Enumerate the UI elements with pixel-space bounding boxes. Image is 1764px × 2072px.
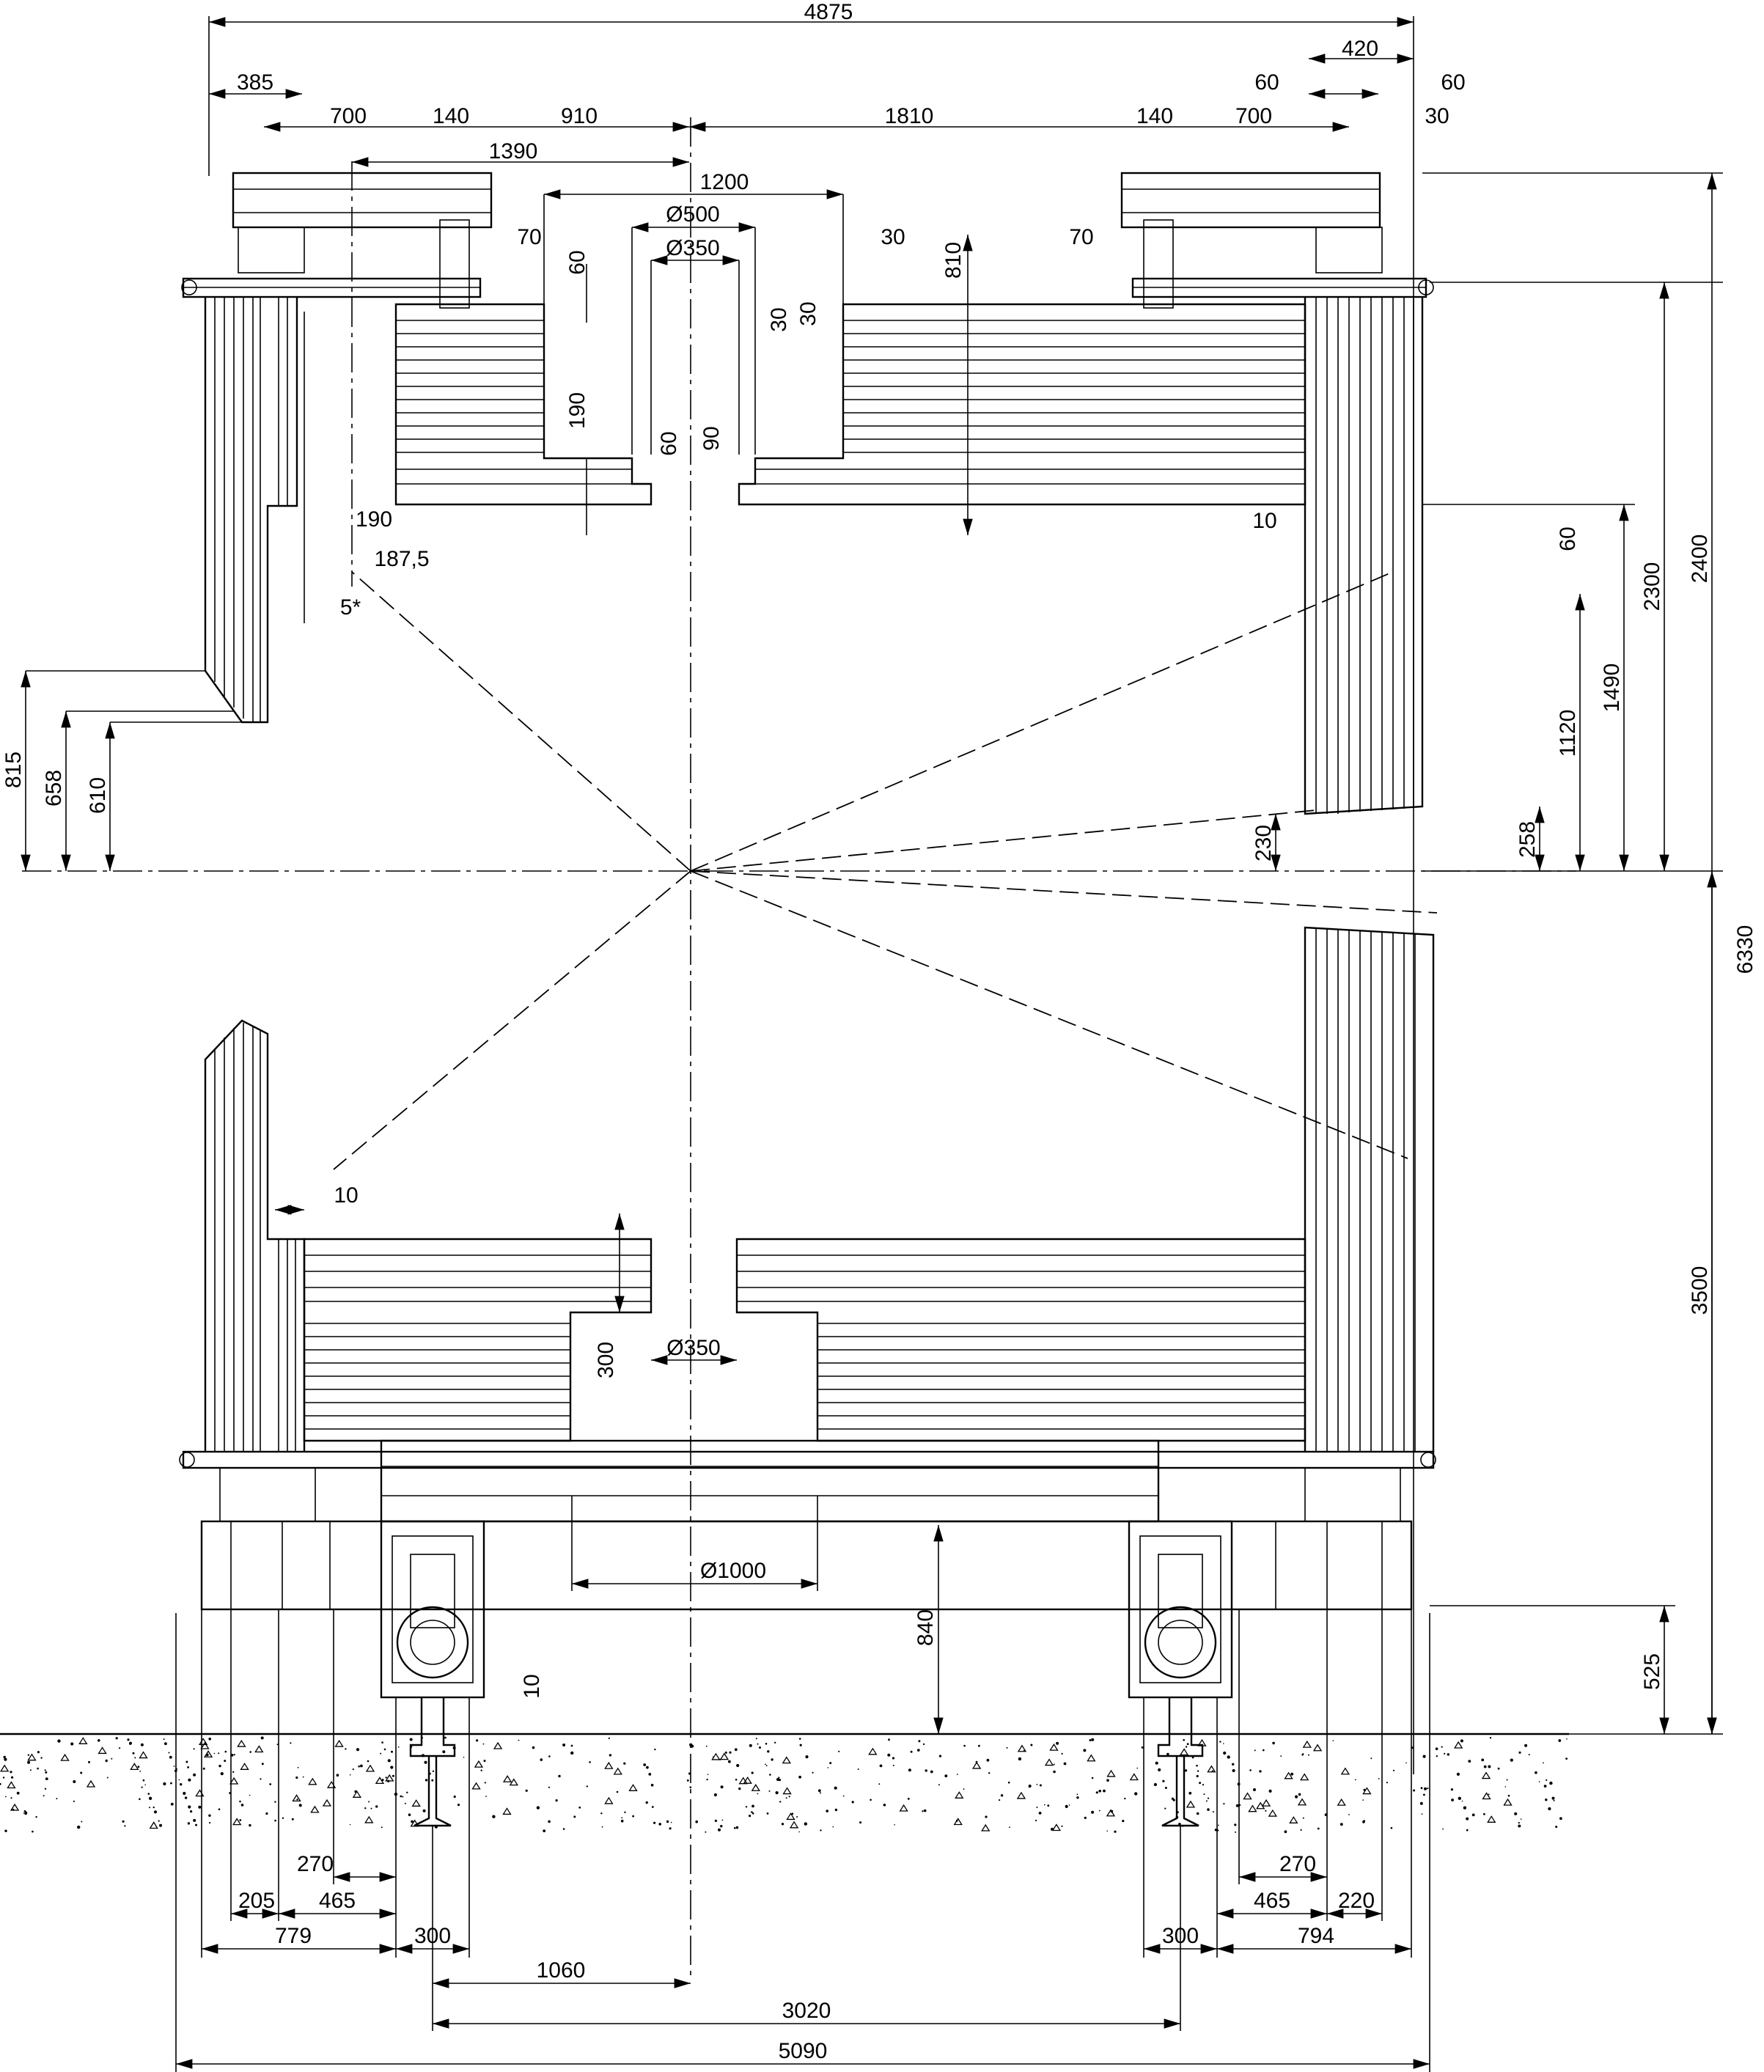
lower-right-stack (1304, 926, 1435, 1452)
dim-1490: 1490 (1600, 664, 1624, 713)
dim-700-right: 700 (1235, 104, 1272, 128)
dim-30-b: 30 (796, 301, 820, 326)
dim-140-left: 140 (433, 104, 469, 128)
dim-d1000: Ø1000 (700, 1559, 766, 1583)
upper-left-stack (204, 297, 305, 724)
dimension-lines (0, 16, 1723, 2072)
dim-10-left: 10 (334, 1183, 358, 1208)
upper-center-left-block (394, 303, 653, 506)
dim-6330: 6330 (1733, 925, 1757, 974)
dim-1390: 1390 (489, 139, 538, 164)
dim-90: 90 (699, 426, 724, 450)
dim-140-right: 140 (1136, 104, 1173, 128)
dim-220: 220 (1338, 1889, 1375, 1913)
right-bogie (1128, 1520, 1233, 1827)
dim-10-right: 10 (1252, 509, 1276, 533)
dim-70-left: 70 (517, 225, 541, 249)
dim-3020: 3020 (782, 1999, 831, 2023)
dim-1810: 1810 (885, 104, 934, 128)
dim-465-right: 465 (1254, 1889, 1290, 1913)
dim-700-left: 700 (330, 104, 367, 128)
dim-525: 525 (1640, 1653, 1664, 1690)
dim-910: 910 (561, 104, 598, 128)
dim-779: 779 (275, 1924, 312, 1948)
dim-300-vert: 300 (594, 1342, 618, 1378)
dim-60-center: 60 (657, 431, 681, 455)
bottom-gantry (179, 1439, 1436, 1611)
dim-10-ground: 10 (520, 1674, 544, 1698)
dim-810: 810 (941, 242, 966, 279)
dim-2400: 2400 (1688, 534, 1712, 584)
dim-1120: 1120 (1556, 710, 1580, 757)
dim-60-b: 60 (1441, 70, 1465, 95)
dim-d350-bottom: Ø350 (666, 1336, 720, 1360)
upper-center-right-block (738, 303, 1307, 506)
dim-190-left: 190 (356, 507, 392, 532)
dim-270-right: 270 (1279, 1852, 1316, 1876)
dim-658: 658 (42, 770, 66, 807)
center-lines (22, 117, 1576, 1980)
ground (0, 1733, 1569, 1834)
top-girder-left (181, 172, 493, 309)
dim-60-right: 60 (1556, 526, 1580, 551)
dim-187-5: 187,5 (374, 547, 429, 571)
lower-center-left-block (303, 1238, 653, 1442)
dim-300-left: 300 (414, 1924, 451, 1948)
upper-right-stack (1304, 297, 1424, 815)
lower-left-stack (204, 1019, 306, 1452)
dim-d350-top: Ø350 (666, 236, 719, 260)
dim-465-left: 465 (319, 1889, 356, 1913)
dim-3500: 3500 (1688, 1266, 1712, 1315)
dim-5-star: 5* (340, 595, 361, 620)
dim-840: 840 (914, 1609, 938, 1646)
dim-420: 420 (1342, 37, 1378, 61)
dim-815: 815 (1, 752, 26, 788)
dim-60-a: 60 (1254, 70, 1279, 95)
dim-258: 258 (1515, 821, 1540, 858)
dim-300-right: 300 (1162, 1924, 1199, 1948)
dim-d500: Ø500 (666, 202, 719, 227)
dim-270-left: 270 (297, 1852, 334, 1876)
left-bogie (380, 1520, 485, 1827)
dim-60-vert: 60 (565, 250, 589, 274)
dim-1060: 1060 (537, 1958, 586, 1983)
dim-190-vert: 190 (565, 392, 589, 429)
dim-1200: 1200 (700, 170, 749, 194)
dim-2300: 2300 (1640, 562, 1664, 611)
view-cone-lines (333, 571, 1438, 1170)
dim-70-right: 70 (1069, 225, 1093, 249)
dim-5090: 5090 (779, 2039, 828, 2063)
dim-385: 385 (237, 70, 273, 95)
top-girder-right (1120, 172, 1434, 309)
dim-610: 610 (86, 777, 110, 814)
dim-230: 230 (1252, 825, 1276, 862)
lower-center-right-block (735, 1238, 1307, 1442)
dim-30-a: 30 (767, 307, 791, 331)
dim-4875: 4875 (804, 0, 853, 24)
dim-794: 794 (1298, 1924, 1334, 1948)
dim-205: 205 (238, 1889, 275, 1913)
dim-30-top-right: 30 (1425, 104, 1449, 128)
dim-30-top: 30 (881, 225, 905, 249)
